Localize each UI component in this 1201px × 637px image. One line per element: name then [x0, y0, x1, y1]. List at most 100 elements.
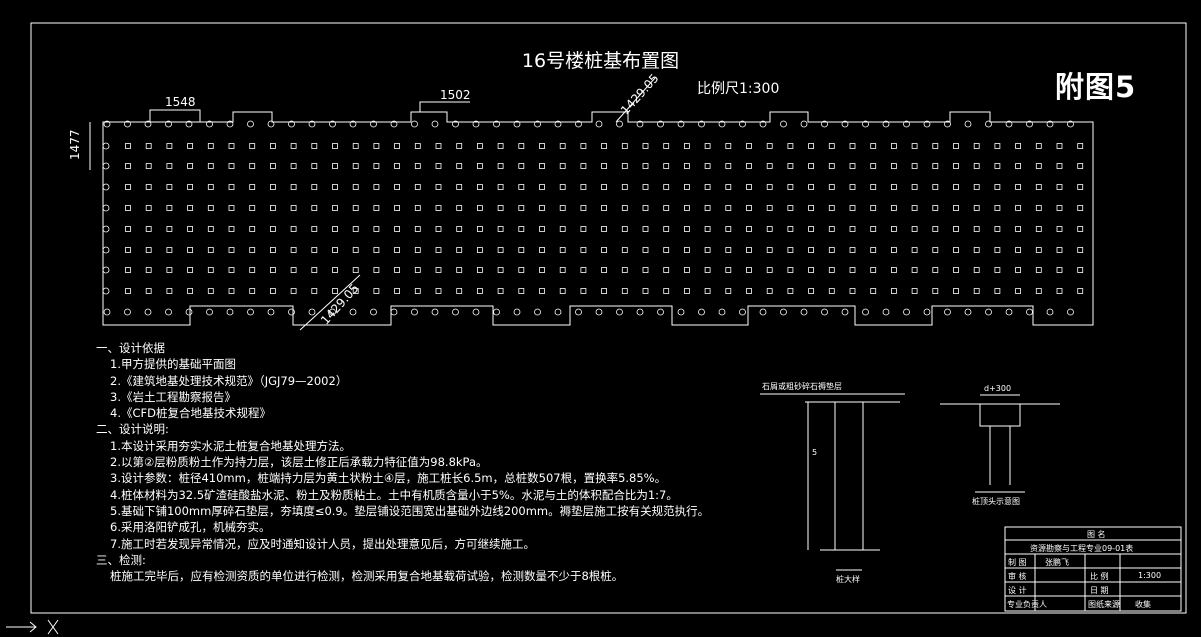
pile-square-icon [766, 143, 773, 149]
pile-circle-icon [821, 120, 828, 128]
pile-square-icon [435, 247, 442, 253]
pile-square-icon [125, 267, 131, 273]
pile-circle-icon [493, 308, 500, 316]
pile-square-icon [456, 205, 463, 211]
tb-cell: 收集 [1135, 600, 1151, 609]
pile-square-icon [746, 205, 752, 211]
pile-square-icon [601, 267, 607, 273]
tb-cell: 图纸来源 [1088, 600, 1120, 609]
pile-square-icon [642, 226, 649, 232]
pile-square-icon [352, 288, 359, 294]
pile-circle-icon [677, 308, 685, 316]
pile-square-icon [352, 205, 359, 211]
pile-square-icon [849, 205, 856, 211]
pile-square-icon [518, 184, 525, 190]
design-item: 6.采用洛阳铲成孔，机械夯实。 [110, 520, 271, 535]
pile-square-icon [1056, 247, 1063, 253]
pile-square-icon [249, 226, 256, 232]
pile-square-icon [249, 267, 256, 273]
pile-square-icon [1077, 163, 1084, 169]
pile-circle-icon [513, 308, 521, 316]
pile-square-icon [290, 143, 297, 149]
pile-square-icon [1056, 267, 1063, 273]
pile-square-icon [539, 226, 545, 232]
pile-square-icon [663, 184, 670, 190]
pile-circle-icon [780, 308, 787, 316]
pile-square-icon [145, 267, 152, 273]
basis-item: 1.甲方提供的基础平面图 [110, 357, 236, 372]
pile-square-icon [373, 143, 380, 149]
pile-circle-icon [841, 308, 849, 316]
pile-square-icon [311, 163, 318, 169]
pile-square-icon [352, 267, 359, 273]
pile-square-icon [187, 163, 194, 169]
pile-square-icon [849, 163, 856, 169]
pile-square-icon [746, 184, 752, 190]
tb-header: 图 名 [1087, 530, 1106, 539]
pile-square-icon [704, 143, 711, 149]
pile-square-icon [746, 143, 752, 149]
pile-square-icon [746, 226, 752, 232]
pile-square-icon [580, 226, 587, 232]
pile-square-icon [1035, 267, 1042, 273]
pile-square-icon [808, 226, 814, 232]
pile-square-icon [601, 163, 607, 169]
pile-square-icon [766, 267, 773, 273]
pile-square-icon [973, 226, 980, 232]
basis-item: 2.《建筑地基处理技术规范》（JGJ79—2002） [110, 373, 348, 388]
pile-square-icon [849, 267, 856, 273]
pile-square-icon [518, 267, 525, 273]
pile-circle-icon [595, 120, 603, 128]
pile-circle-icon [698, 120, 705, 128]
pile-circle-icon [698, 308, 705, 316]
pile-square-icon [207, 247, 214, 253]
title-block [1004, 526, 1182, 612]
pile-circle-icon [452, 308, 459, 316]
pile-circle-icon [554, 120, 562, 128]
pile-circle-icon [964, 308, 972, 316]
pile-square-icon [684, 226, 690, 232]
pile-square-icon [311, 205, 318, 211]
pile-square-icon [746, 247, 752, 253]
pile-square-icon [1077, 247, 1084, 253]
pile-square-icon [145, 247, 152, 253]
design-item: 1.本设计采用夯实水泥土桩复合地基处理方法。 [110, 438, 351, 453]
pile-square-icon [435, 143, 442, 149]
pile-circle-icon [841, 120, 849, 128]
pile-square-icon [1015, 247, 1021, 253]
pile-square-icon [828, 247, 835, 253]
pile-circle-icon [534, 308, 541, 316]
pile-square-icon [973, 184, 980, 190]
pile-square-icon [269, 226, 276, 232]
design-notes: 一、设计依据 1.甲方提供的基础平面图 2.《建筑地基处理技术规范》（JGJ79… [96, 340, 709, 584]
pile-square-icon [249, 247, 256, 253]
pile-circle-icon [308, 120, 316, 128]
pile-square-icon [684, 205, 690, 211]
pile-square-icon [746, 267, 752, 273]
pile-square-icon [663, 247, 670, 253]
pile-square-icon [746, 163, 752, 169]
pile-square-icon [621, 143, 628, 149]
pile-square-icon [953, 267, 959, 273]
pile-square-icon [663, 226, 670, 232]
design-item: 3.设计参数：桩径410mm，桩端持力层为黄土状粉土④层，施工桩长6.5m，总桩… [110, 471, 667, 486]
pile-square-icon [373, 205, 380, 211]
pile-circle-icon [882, 120, 890, 128]
pile-square-icon [621, 163, 628, 169]
pile-circle-icon [472, 120, 480, 128]
pile-square-icon [311, 267, 318, 273]
pile-square-icon [332, 163, 338, 169]
pile-square-icon [332, 288, 338, 294]
pile-square-icon [311, 184, 318, 190]
pile-square-icon [456, 288, 463, 294]
pile-square-icon [1056, 163, 1063, 169]
pile-square-icon [269, 184, 276, 190]
pile-circle-icon [800, 308, 808, 316]
pile-square-icon [642, 143, 649, 149]
pile-square-icon [187, 226, 194, 232]
pile-square-icon [663, 288, 670, 294]
pile-square-icon [642, 267, 649, 273]
pile-square-icon [332, 267, 338, 273]
pile-square-icon [373, 163, 380, 169]
